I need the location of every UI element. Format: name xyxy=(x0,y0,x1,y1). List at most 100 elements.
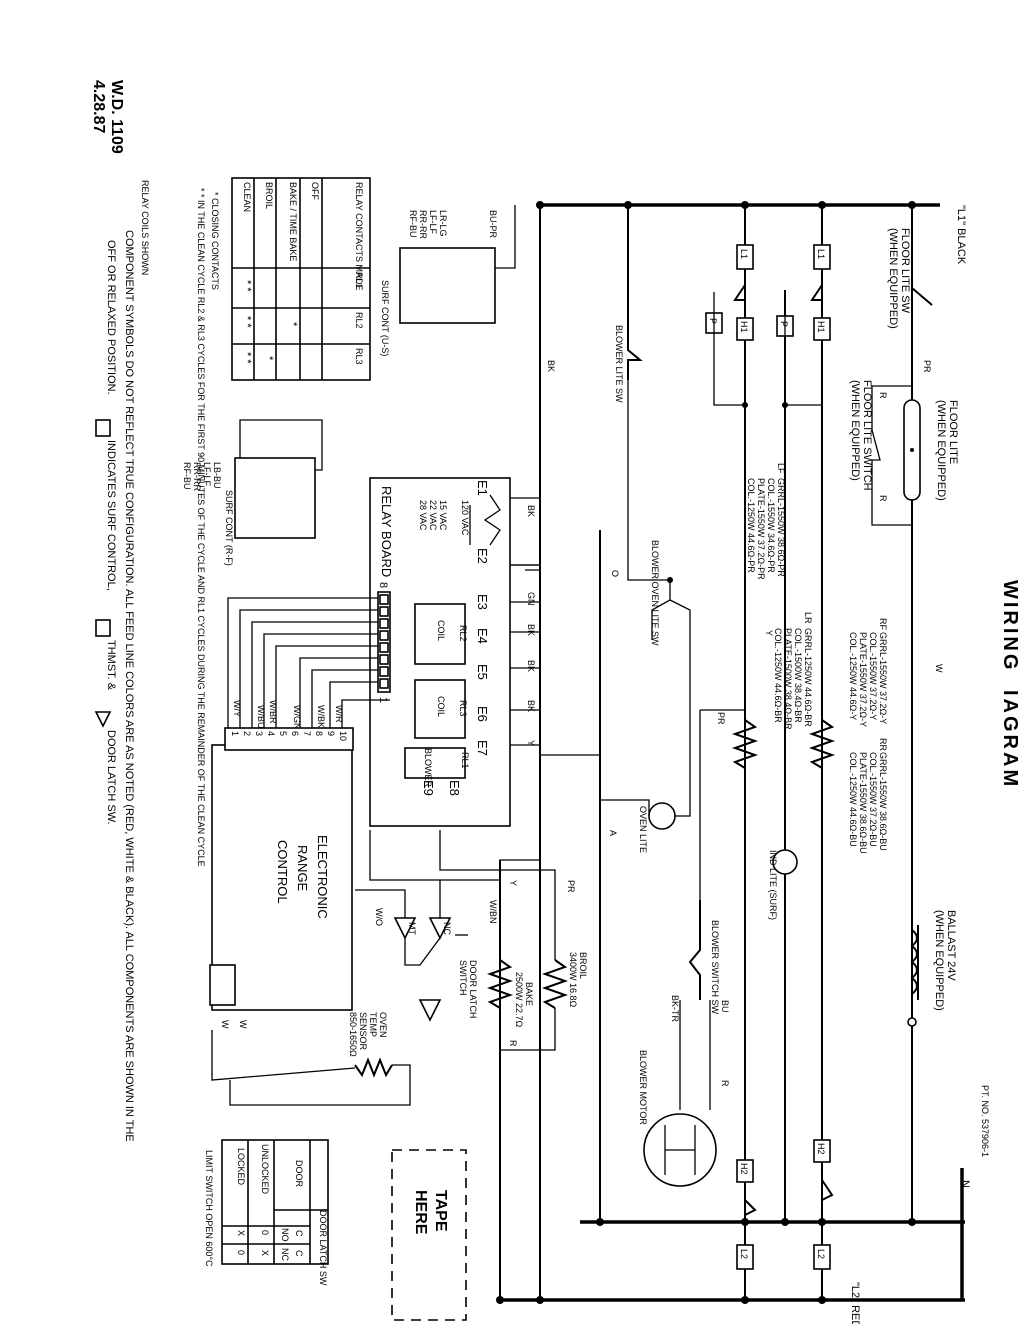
svg-text:RL2: RL2 xyxy=(354,312,364,329)
svg-text:COL.-1250W 44.6Ω-Y: COL.-1250W 44.6Ω-Y xyxy=(848,632,858,720)
svg-text:LB-BU: LB-BU xyxy=(212,462,222,489)
svg-text:GRRL-1250W 44.6Ω-BR: GRRL-1250W 44.6Ω-BR xyxy=(803,628,813,727)
rr-element-ratings: RR GRRL-1550W 38.6Ω-BU COL.-1550W 37.2Ω-… xyxy=(848,738,888,854)
svg-text:* * IN THE CLEAN CYCLE RL2 & R: * * IN THE CLEAN CYCLE RL2 & RL3 CYCLES … xyxy=(196,188,206,867)
lr-element-ratings: LR GRRL-1250W 44.6Ω-BR COL.-1500W 38.4Ω-… xyxy=(773,612,813,730)
svg-text:BK: BK xyxy=(546,360,556,372)
svg-text:R: R xyxy=(508,1040,518,1047)
control-sensor-plug xyxy=(209,964,236,1006)
lf-element xyxy=(731,719,759,769)
svg-text:BU-PR: BU-PR xyxy=(488,210,498,239)
svg-text:W/Y: W/Y xyxy=(232,700,242,717)
svg-text:RL3: RL3 xyxy=(354,348,364,365)
svg-text:C: C xyxy=(294,1230,304,1237)
svg-text:P: P xyxy=(779,321,789,327)
svg-text:OFF: OFF xyxy=(310,182,320,200)
floor-lite-switch-note: (WHEN EQUIPPED) xyxy=(849,380,861,481)
svg-text:1: 1 xyxy=(230,731,240,736)
svg-text:COL.-1250W 44.6Ω-BR: COL.-1250W 44.6Ω-BR xyxy=(773,628,783,723)
tape-here-box xyxy=(391,1149,467,1321)
lr-l2-switch xyxy=(821,1179,834,1201)
svg-text:W: W xyxy=(934,664,944,673)
ind-lite-lamp xyxy=(772,849,798,875)
svg-text:R: R xyxy=(720,1080,730,1087)
floor-lite-pr: PR xyxy=(922,360,932,373)
svg-text:W: W xyxy=(238,1020,248,1029)
svg-text:H2: H2 xyxy=(816,1143,826,1155)
lr-l2-tag xyxy=(813,1244,831,1270)
svg-text:GRRL-1550W 38.6Ω-PR: GRRL-1550W 38.6Ω-PR xyxy=(776,478,786,577)
svg-text:2: 2 xyxy=(242,731,252,736)
svg-text:NC: NC xyxy=(280,1248,290,1261)
relay-rl1 xyxy=(404,747,466,779)
ballast-coil xyxy=(910,929,918,995)
blower-lite-sw xyxy=(627,340,643,380)
svg-text:BK-TR: BK-TR xyxy=(670,995,680,1023)
svg-text:GN: GN xyxy=(526,592,536,606)
svg-text:8: 8 xyxy=(314,731,324,736)
floor-lite-sw-label: FLOOR LITE SW xyxy=(899,228,911,314)
floor-lite-lamp-label: FLOOR LITE xyxy=(947,400,959,464)
oven-temp-sensor xyxy=(354,1057,393,1078)
l1-label: "L1" BLACK xyxy=(955,205,967,265)
svg-text:W/O: W/O xyxy=(374,908,384,926)
svg-text:* *: * * xyxy=(241,280,253,292)
oven-sensor-label-3: SENSOR xyxy=(358,1012,368,1051)
svg-text:BAKE / TIME BAKE: BAKE / TIME BAKE xyxy=(288,182,298,261)
lr-h2-tag xyxy=(813,1139,831,1163)
control-pin-header xyxy=(224,727,354,751)
control-label-1: ELECTRONIC xyxy=(315,835,330,919)
svg-text:H1: H1 xyxy=(739,321,749,333)
svg-text:NC: NC xyxy=(442,922,452,935)
floor-lite-sw-contact xyxy=(911,287,933,306)
svg-text:4: 4 xyxy=(266,731,276,736)
svg-text:RR-RR: RR-RR xyxy=(418,210,428,239)
svg-text:COL.-1550W 37.2Ω-BU: COL.-1550W 37.2Ω-BU xyxy=(868,752,878,847)
svg-text:LR-LG: LR-LG xyxy=(438,210,448,237)
door-latch-third xyxy=(418,999,442,1022)
part-number: PT. NO. 537906-1 xyxy=(980,1085,990,1157)
surf-cont-upper xyxy=(399,247,496,324)
ballast-note: (WHEN EQUIPPED) xyxy=(933,910,945,1011)
door-table-note: LIMIT SWITCH OPEN 600°C xyxy=(204,1150,214,1267)
surf-cont-upper-wires: LR-LG LF-LF RR-RR RF-BU xyxy=(408,210,448,239)
svg-text:BK: BK xyxy=(526,624,536,636)
svg-text:BU: BU xyxy=(720,1000,730,1013)
svg-text:RL1: RL1 xyxy=(354,272,364,289)
relay-legend-2: * * IN THE CLEAN CYCLE RL2 & RL3 CYCLES … xyxy=(196,188,206,867)
svg-text:RF-BU: RF-BU xyxy=(408,210,418,238)
floor-lite-switch-loop xyxy=(871,385,912,526)
lr-pilot-loop xyxy=(784,292,822,406)
svg-text:9: 9 xyxy=(326,731,336,736)
blower-motor-label: BLOWER MOTOR xyxy=(638,1050,648,1125)
lf-l1-tag xyxy=(736,244,754,270)
blower-switch-label: BLOWER SWITCH SW xyxy=(710,920,720,1015)
notes-line-2: COMPONENT SYMBOLS DO NOT REFLECT TRUE CO… xyxy=(123,230,135,1142)
svg-text:E3: E3 xyxy=(475,594,490,610)
svg-text:28 VAC: 28 VAC xyxy=(418,500,428,531)
svg-text:RL1: RL1 xyxy=(460,752,470,769)
svg-text:UNLOCKED: UNLOCKED xyxy=(260,1144,270,1195)
svg-text:W/BN: W/BN xyxy=(488,900,498,924)
svg-text:BK: BK xyxy=(526,700,536,712)
lf-l2-tag xyxy=(736,1244,754,1270)
svg-text:* *: * * xyxy=(241,352,253,364)
svg-text:E4: E4 xyxy=(475,628,490,644)
notes-line-3b: INDICATES SURF CONTROL, xyxy=(105,440,117,591)
svg-text:Y: Y xyxy=(508,880,518,886)
control-label-2: RANGE xyxy=(295,845,310,892)
svg-text:RF-BU: RF-BU xyxy=(182,462,192,490)
svg-text:6: 6 xyxy=(290,731,300,736)
svg-text:PLATE-1550W 38.6Ω-BU: PLATE-1550W 38.6Ω-BU xyxy=(858,752,868,854)
door-latch-label-2: SWITCH xyxy=(458,960,468,996)
relay-terminals: E1 E2 E3 E4 E5 E6 E7 E8 E9 xyxy=(421,480,490,796)
control-pins: 1 2 3 4 5 6 7 8 9 10 xyxy=(230,731,348,741)
svg-text:LF-LF: LF-LF xyxy=(202,462,212,487)
control-harness xyxy=(227,597,390,728)
surf-cont-lower xyxy=(234,457,316,539)
svg-text:W/GN: W/GN xyxy=(292,705,302,730)
oven-lite-lamp xyxy=(648,802,676,830)
svg-text:GRRL-1550W 37.2Ω-Y: GRRL-1550W 37.2Ω-Y xyxy=(878,632,888,724)
svg-text:PR: PR xyxy=(716,712,726,725)
svg-text:22 VAC: 22 VAC xyxy=(428,500,438,531)
